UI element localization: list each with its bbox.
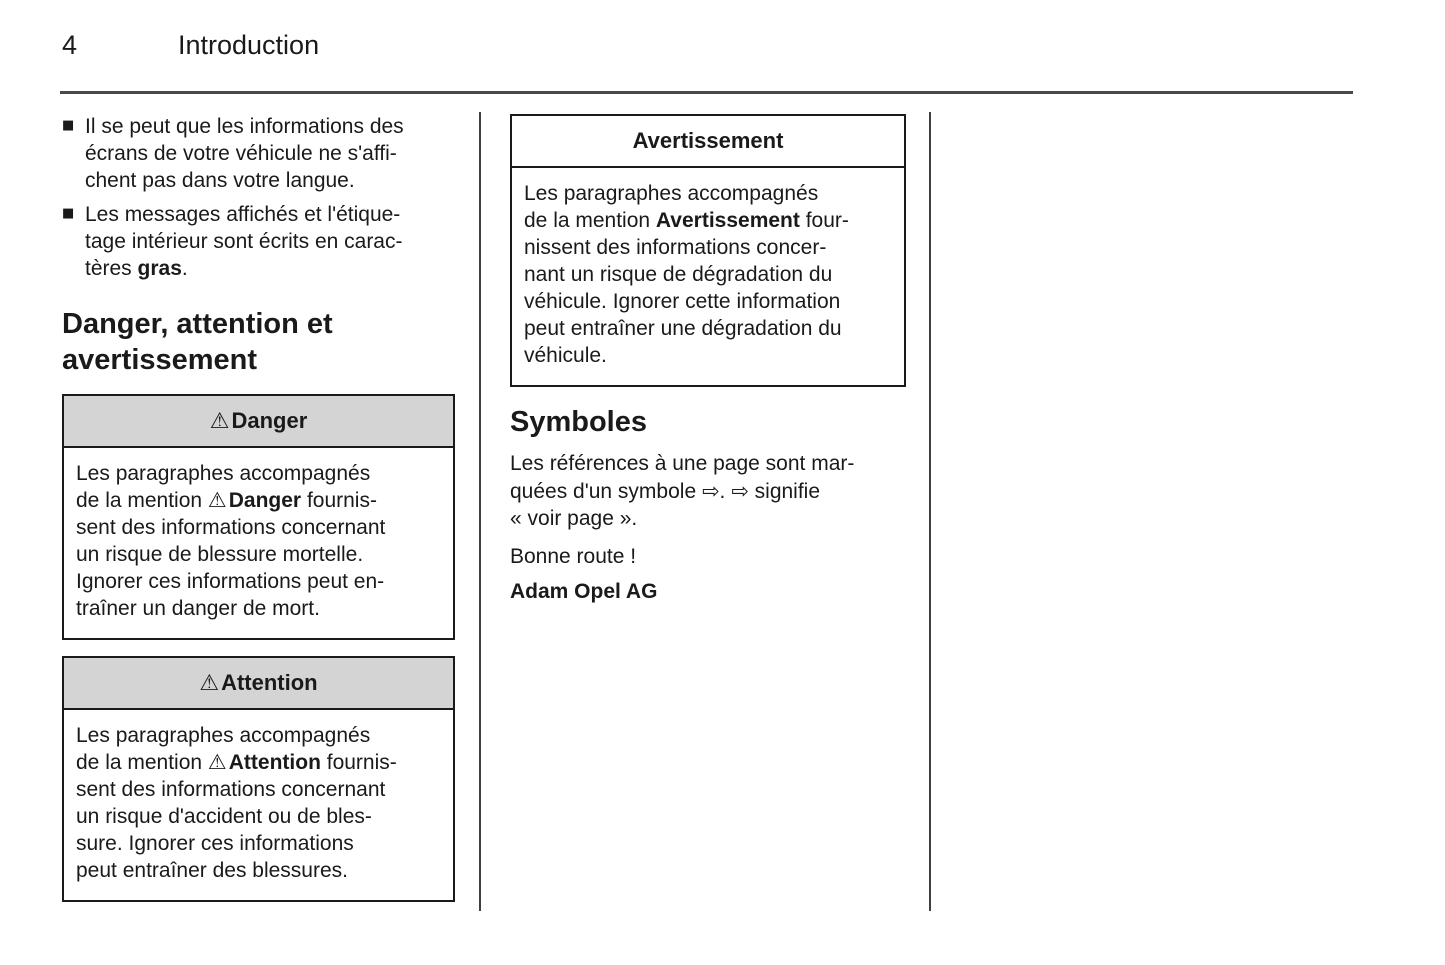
danger-box-body: Les paragraphes accompagnés de la mentio…: [64, 448, 453, 638]
danger-box-title: Danger: [231, 408, 308, 433]
caution-body-post: four- nissent des informations concer- n…: [524, 209, 849, 367]
column-separator-1: [479, 112, 481, 911]
attention-box: ⚠Attention Les paragraphes accompagnés d…: [62, 656, 455, 902]
danger-body-bold: Danger: [228, 489, 302, 512]
column-2: Avertissement Les paragraphes accompagné…: [510, 112, 906, 605]
signature-text: Adam Opel AG: [510, 579, 658, 603]
column-separator-2: [929, 112, 931, 911]
caution-box-header: Avertissement: [512, 116, 904, 168]
section-heading: Danger, attention et avertissement: [62, 308, 333, 376]
bullet-square-icon: ■: [62, 118, 75, 133]
attention-body-bold: Attention: [228, 751, 321, 774]
list-item: ■ Les messages affichés et l'étique- tag…: [62, 201, 455, 282]
attention-body-post: fournis- sent des informations concernan…: [76, 751, 397, 882]
warning-triangle-icon: ⚠: [199, 671, 220, 696]
caution-box: Avertissement Les paragraphes accompagné…: [510, 114, 906, 387]
caution-box-body: Les paragraphes accompagnés de la mentio…: [512, 168, 904, 385]
bullet-square-icon: ■: [62, 206, 75, 221]
closing-text: Bonne route !: [510, 544, 637, 568]
attention-box-header: ⚠Attention: [64, 658, 453, 710]
danger-box: ⚠Danger Les paragraphes accompagnés de l…: [62, 394, 455, 640]
list-item-text: Il se peut que les informations des écra…: [85, 115, 404, 192]
symbols-paragraph: Les références à une page sont mar- quée…: [510, 452, 855, 530]
list-item-text-post: .: [181, 257, 188, 280]
page-section-title: Introduction: [178, 30, 320, 60]
attention-box-body: Les paragraphes accompagnés de la mentio…: [64, 710, 453, 900]
warning-triangle-icon: ⚠: [207, 750, 227, 774]
list-item-text: Les messages affichés et l'étique- tage …: [85, 201, 402, 282]
caution-body-bold: Avertissement: [655, 209, 800, 232]
symbols-heading: Symboles: [510, 406, 647, 438]
danger-body-pre: Les paragraphes accompagnés de la mentio…: [76, 462, 371, 512]
list-item-text-pre: Les messages affichés et l'étique- tage …: [85, 203, 403, 280]
list-item-text-bold: gras: [137, 257, 182, 280]
header-divider: [60, 91, 1353, 94]
warning-triangle-icon: ⚠: [207, 488, 227, 512]
attention-body-pre: Les paragraphes accompagnés de la mentio…: [76, 724, 371, 774]
list-item: ■ Il se peut que les informations des éc…: [62, 113, 455, 194]
warning-triangle-icon: ⚠: [209, 409, 230, 434]
attention-box-title: Attention: [221, 670, 318, 695]
caution-body-pre: Les paragraphes accompagnés de la mentio…: [524, 182, 819, 232]
caution-box-title: Avertissement: [632, 128, 784, 153]
page-number: 4: [62, 30, 78, 60]
danger-body-post: fournis- sent des informations concernan…: [76, 489, 386, 620]
column-1: ■ Il se peut que les informations des éc…: [62, 113, 455, 902]
danger-box-header: ⚠Danger: [64, 396, 453, 448]
